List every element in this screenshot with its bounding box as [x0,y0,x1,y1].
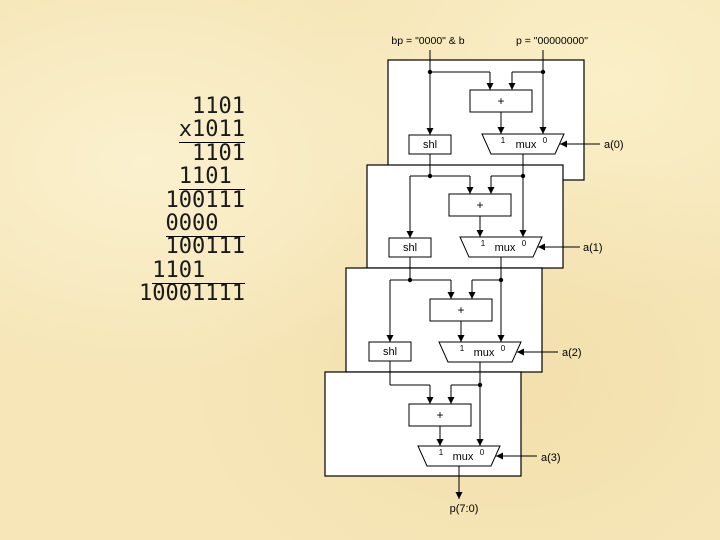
stage-3-mux [417,445,501,467]
mult-line-5: 0000 [165,211,245,238]
binary-multiplication: 1101 x1011 1101 1101 100111 0000 100111 … [90,95,245,306]
stage-0: + shl mux 1 0 a(0) [387,50,624,181]
mult-line-3: 1101 [178,164,245,191]
mult-line-6: 100111 [165,234,245,260]
stage-1-shifter-label: shl [403,242,417,254]
stage-0-adder-label: + [497,94,504,108]
stage-3: + mux 1 0 a(3) [324,361,561,477]
stage-0-box [387,59,585,181]
stage-2-mux-label: mux [474,347,495,359]
stage-2-adder-label: + [457,303,464,317]
stage-1-mux-in0: 0 [522,239,527,248]
stage-0-mux-in1: 1 [501,136,506,145]
output-label: p(7:0) [450,503,479,515]
mult-line-0: 1101 [192,94,245,119]
stage-2-mux-in1: 1 [460,344,465,353]
stage-0-select-label: a(0) [604,139,624,151]
bp-input-label: bp = "0000" & b [391,35,464,47]
mult-line-1: x1011 [178,117,245,144]
stage-0-mux-label: mux [516,139,537,151]
stage-3-adder-label: + [436,408,443,422]
stage-2-shifter-label: shl [383,346,397,358]
stage-1-mux [459,236,543,258]
stage-3-mux-in1: 1 [439,448,444,457]
stage-2-mux-in0: 0 [501,344,506,353]
stage-2: + shl mux 1 0 a(2) [345,257,582,373]
p-input-label: p = "00000000" [516,35,588,47]
stage-1-adder-label: + [476,198,483,212]
mult-line-4: 100111 [165,187,245,213]
mult-line-2: 1101 [192,140,245,166]
mult-line-8: 10001111 [139,281,245,307]
stage-1-mux-label: mux [495,242,516,254]
stage-3-select-label: a(3) [541,452,561,464]
stage-1-mux-in1: 1 [481,239,486,248]
stage-2-mux [438,341,522,363]
stage-3-mux-in0: 0 [480,448,485,457]
stage-0-mux [481,133,565,155]
mult-line-7: 1101 [152,257,245,284]
stage-0-shifter-label: shl [423,139,437,151]
stage-0-mux-in0: 0 [543,136,548,145]
stage-3-mux-label: mux [453,451,474,463]
stage-2-select-label: a(2) [562,347,582,359]
stage-1: + shl mux 1 0 a(1) [366,154,603,269]
stage-1-select-label: a(1) [583,242,603,254]
